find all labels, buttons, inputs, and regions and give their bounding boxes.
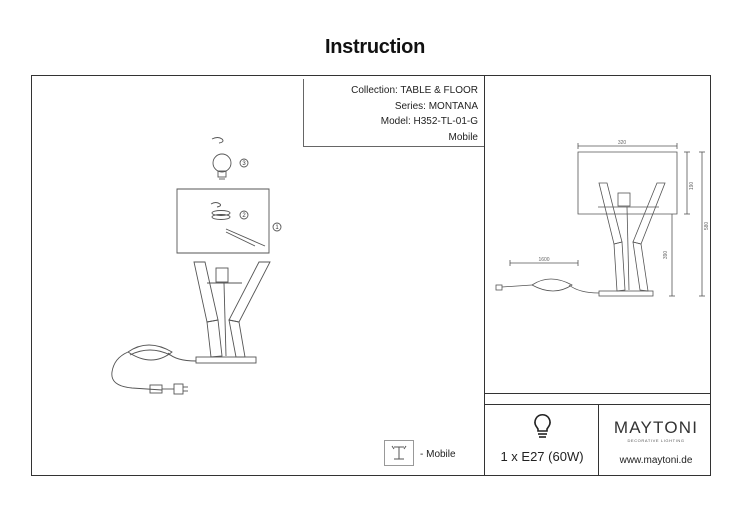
brand-logo: MAYTONI: [613, 418, 699, 437]
shade-part: [176, 188, 270, 254]
dim-shade-height: 190: [689, 182, 695, 191]
bulb-part: [211, 137, 232, 180]
drawing-frame: [31, 75, 711, 476]
website-url: www.maytoni.de: [619, 455, 693, 466]
spec-panel: [484, 404, 711, 476]
dim-base-height: 390: [663, 251, 669, 260]
panel-divider-horizontal: [484, 393, 711, 395]
collection-info-box: Collection: TABLE & FLOOR Series: MONTAN…: [303, 79, 484, 147]
dim-total-height: 580: [704, 222, 710, 231]
dim-cable-length: 1600: [538, 257, 549, 263]
callout-3-circle: [239, 158, 249, 168]
callout-1: 1: [275, 225, 279, 231]
callout-2: 2: [242, 213, 246, 219]
spec-panel-separator: [598, 404, 600, 476]
dim-shade-width: 320: [618, 140, 627, 146]
mobile-legend-text: - Mobile: [420, 449, 456, 460]
callout-2-circle: [239, 210, 249, 220]
light-bulb-icon: [534, 413, 551, 438]
ring-part: [210, 202, 231, 220]
callout-3: 3: [242, 161, 246, 167]
brand-tagline: DECORATIVE LIGHTING: [627, 438, 685, 443]
collection-label: Collection: TABLE & FLOOR: [351, 85, 478, 96]
model-label: Model: H352-TL-01-G: [380, 116, 478, 127]
panel-divider-vertical: [484, 75, 486, 476]
callout-1-circle: [272, 222, 282, 232]
series-label: Series: MONTANA: [394, 100, 478, 112]
bulb-spec: 1 x E27 (60W): [500, 449, 584, 464]
lamp-base-part: [193, 261, 271, 364]
page-title: Instruction: [324, 36, 426, 58]
dimension-drawing: [495, 143, 705, 297]
mobile-lamp-icon: [384, 440, 414, 466]
mobile-label: Mobile: [448, 131, 478, 143]
cable-part: [111, 344, 197, 395]
